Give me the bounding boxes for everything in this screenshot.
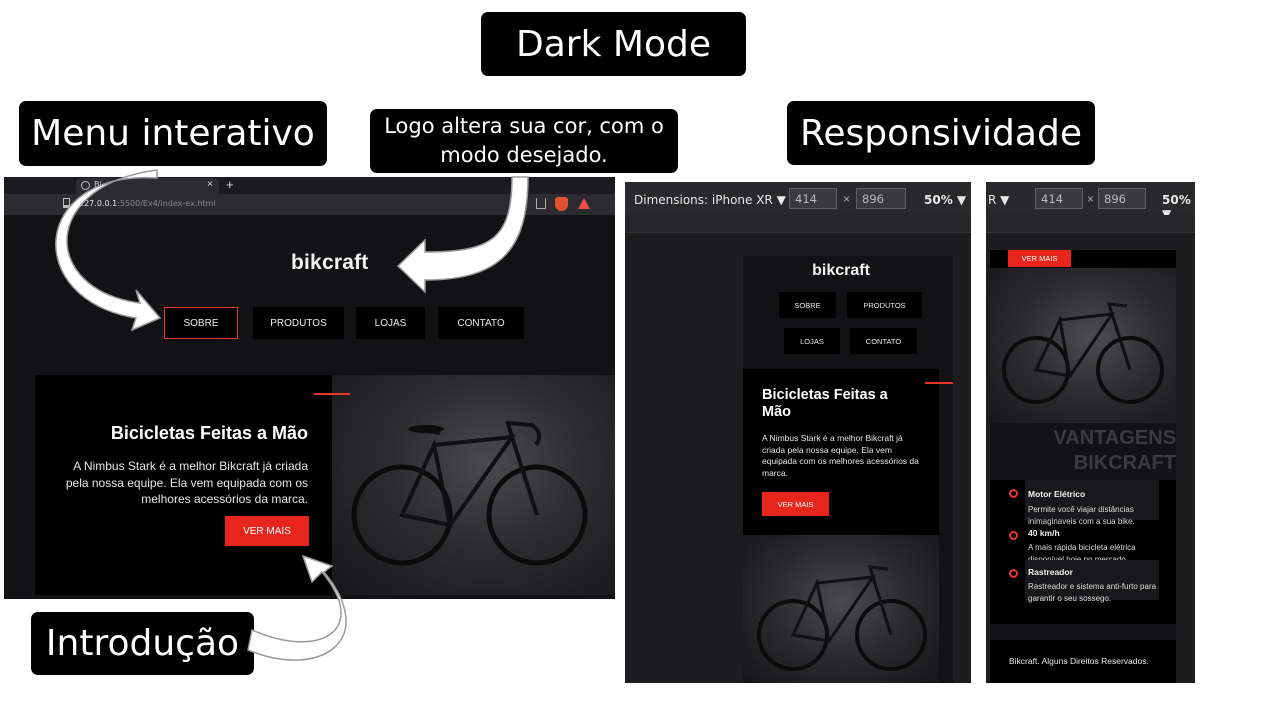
hero-section: VER MAIS: [990, 250, 1176, 268]
hero-title: Bicicletas Feitas a Mão: [762, 387, 888, 420]
speed-icon: [1009, 531, 1018, 540]
brave-shield-icon[interactable]: [555, 197, 568, 211]
zoom-select[interactable]: 50% ▼: [924, 193, 967, 207]
device-select[interactable]: Dimensions: iPhone XR ▼: [634, 193, 786, 207]
tab-title: Bi: [94, 180, 102, 189]
nav-sobre[interactable]: SOBRE: [164, 307, 238, 339]
times-sign: ×: [843, 192, 851, 206]
device-select[interactable]: R ▼: [988, 193, 1010, 207]
ver-mais-button[interactable]: VER MAIS: [1008, 250, 1071, 267]
responsive-preview-1: Dimensions: iPhone XR ▼ 414 × 896 50% ▼ …: [625, 182, 971, 683]
devtools-toolbar: Dimensions: iPhone XR ▼ 414 × 896 50% ▼: [625, 182, 971, 215]
advantage-title: 40 km/h: [1028, 528, 1060, 538]
responsive-preview-2: R ▼ 414 × 896 50% ▼ VER MAIS: [986, 182, 1195, 683]
advantage-bg: [1025, 480, 1159, 520]
bicycle-icon: [351, 420, 588, 566]
mobile-viewport: bikcraft SOBRE PRODUTOS LOJAS CONTATO Bi…: [743, 256, 953, 683]
nav-produtos[interactable]: PRODUTOS: [847, 292, 922, 318]
callout-introducao: Introdução: [31, 612, 254, 675]
nav-sobre[interactable]: SOBRE: [779, 292, 836, 318]
media-query-ruler: [986, 215, 1195, 233]
callout-dark-mode: Dark Mode: [481, 12, 746, 76]
url-field[interactable]: 127.0.0.1:5500/Ex4/index-ex.html: [79, 199, 216, 208]
logo-arrow-icon: [396, 176, 529, 294]
callout-logo: Logo altera sua cor, com o modo desejado…: [370, 109, 678, 173]
hero-section: Bicicletas Feitas a Mão A Nimbus Stark é…: [743, 369, 953, 535]
vantagens-title: VANTAGENS BIKCRAFT: [990, 426, 1176, 476]
width-input[interactable]: 414: [789, 188, 837, 209]
hero-section: Bicicletas Feitas a Mão A Nimbus Stark é…: [35, 375, 615, 595]
bookmark-icon[interactable]: [63, 198, 70, 208]
zoom-select[interactable]: 50% ▼: [1162, 193, 1191, 221]
site-logo[interactable]: bikcraft: [812, 262, 870, 279]
vantagens-title-line-1: VANTAGENS: [1053, 427, 1176, 449]
address-bar: 127.0.0.1:5500/Ex4/index-ex.html: [4, 194, 615, 215]
devtools-toolbar: R ▼ 414 × 896 50% ▼: [986, 182, 1195, 221]
callout-responsividade: Responsividade: [787, 101, 1095, 165]
height-input[interactable]: 896: [1098, 188, 1146, 209]
media-query-ruler: [625, 215, 971, 233]
accent-line: [314, 393, 350, 395]
new-tab-button[interactable]: +: [226, 177, 234, 192]
browser-tabstrip: Bi × +: [4, 177, 615, 194]
width-input[interactable]: 414: [1035, 188, 1083, 209]
accent-line: [925, 382, 953, 384]
hero-title: Bicicletas Feitas a Mão: [110, 423, 308, 443]
height-input[interactable]: 896: [856, 188, 906, 209]
globe-icon: [81, 181, 90, 190]
ver-mais-button[interactable]: VER MAIS: [225, 516, 309, 546]
advantage-title: Rastreador: [1028, 567, 1073, 577]
nav-lojas[interactable]: LOJAS: [784, 328, 840, 354]
menu-arrow-icon: [55, 169, 162, 332]
share-icon[interactable]: [536, 198, 546, 209]
bicycle-icon: [1002, 302, 1164, 404]
bike-photo: [743, 535, 939, 683]
bicycle-icon: [757, 565, 927, 671]
advantage-text: A mais rápida bicicleta elétrica disponí…: [1028, 543, 1136, 564]
rewards-icon[interactable]: [578, 198, 590, 209]
hero-text: A Nimbus Stark é a melhor Bikcraft já cr…: [762, 433, 919, 478]
desktop-browser-screenshot: Bi × + 127.0.0.1:5500/Ex4/index-ex.html …: [4, 177, 615, 599]
ver-mais-button[interactable]: VER MAIS: [762, 492, 829, 516]
nav-produtos[interactable]: PRODUTOS: [253, 307, 344, 339]
motor-icon: [1009, 489, 1018, 498]
nav-contato[interactable]: CONTATO: [850, 328, 917, 354]
vantagens-title-line-2: BIKCRAFT: [1073, 452, 1176, 474]
advantages-list: Motor Elétrico Permite você viajar distâ…: [990, 480, 1176, 624]
advantage-title: Motor Elétrico: [1028, 489, 1086, 499]
callout-menu-interativo: Menu interativo: [19, 101, 327, 166]
url-host: 127.0.0.1: [79, 199, 118, 208]
times-sign: ×: [1087, 192, 1095, 206]
advantage-text: Rastreador e sistema anti-furto para gar…: [1028, 582, 1157, 603]
nav-contato[interactable]: CONTATO: [438, 307, 524, 339]
site-logo[interactable]: bikcraft: [291, 251, 369, 274]
intro-arrow-icon: [247, 554, 347, 661]
nav-lojas[interactable]: LOJAS: [356, 307, 425, 339]
footer-text: Bikcraft. Alguns Direitos Reservados.: [1009, 656, 1149, 666]
advantage-bg: [1025, 560, 1159, 600]
footer: Bikcraft. Alguns Direitos Reservados.: [990, 640, 1176, 683]
hero-text: A Nimbus Stark é a melhor Bikcraft já cr…: [65, 459, 308, 506]
bike-photo: [990, 268, 1176, 423]
url-path: :5500/Ex4/index-ex.html: [117, 199, 216, 208]
close-tab-icon[interactable]: ×: [207, 179, 213, 190]
advantage-text: Permite você viajar distâncias inimagina…: [1028, 505, 1135, 526]
bike-photo: [332, 375, 615, 595]
tracker-icon: [1009, 569, 1018, 578]
